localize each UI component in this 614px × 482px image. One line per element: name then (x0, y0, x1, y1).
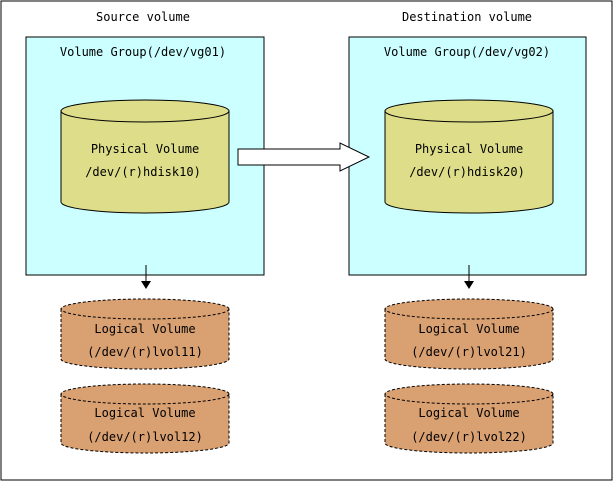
source-logical-volume-1-cylinder (60, 298, 230, 370)
source-heading: Source volume (96, 10, 190, 24)
destination-logical-volume-1-cylinder (384, 298, 554, 370)
destination-logical-volume-2-label: Logical Volume (418, 406, 519, 420)
source-physical-volume-device: /dev/(r)hdisk10) (85, 165, 201, 179)
source-physical-volume-cylinder (60, 99, 230, 214)
source-physical-volume-label: Physical Volume (91, 142, 199, 156)
destination-logical-volume-2-cylinder (384, 383, 554, 454)
destination-logical-volume-1-label: Logical Volume (418, 322, 519, 336)
destination-down-arrow-icon (464, 265, 474, 289)
source-logical-volume-2-device: (/dev/(r)lvol12) (87, 430, 203, 444)
destination-physical-volume-label: Physical Volume (415, 142, 523, 156)
source-down-arrow-icon (141, 265, 151, 289)
source-logical-volume-1-device: (/dev/(r)lvol11) (87, 345, 203, 359)
source-group-label: Volume Group(/dev/vg01) (60, 45, 226, 59)
destination-physical-volume-device: /dev/(r)hdisk20) (409, 165, 525, 179)
destination-heading: Destination volume (402, 10, 532, 24)
source-logical-volume-2-cylinder (60, 383, 230, 454)
destination-logical-volume-1-device: (/dev/(r)lvol21) (411, 345, 527, 359)
destination-logical-volume-2-device: (/dev/(r)lvol22) (411, 430, 527, 444)
source-logical-volume-2-label: Logical Volume (94, 406, 195, 420)
source-logical-volume-1-label: Logical Volume (94, 322, 195, 336)
copy-arrow-icon (237, 142, 371, 172)
destination-group-label: Volume Group(/dev/vg02) (384, 45, 550, 59)
destination-physical-volume-cylinder (384, 99, 554, 214)
